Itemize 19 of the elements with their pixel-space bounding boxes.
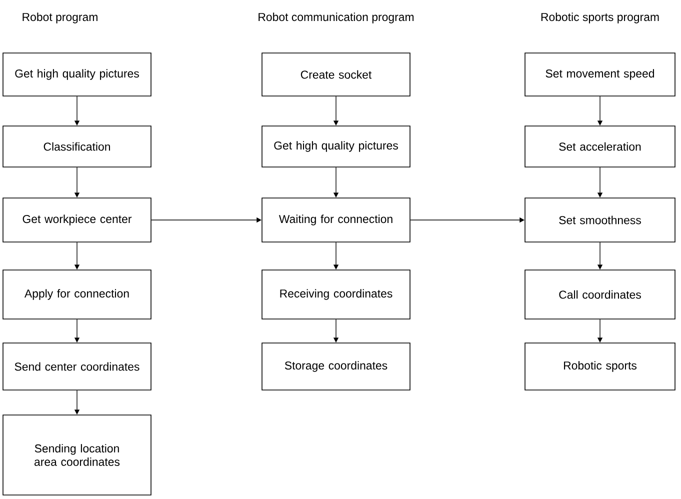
column-heading: Robot communication program: [258, 12, 414, 24]
process-box: Create socket: [262, 52, 410, 96]
process-box: Send center coordinates: [2, 342, 152, 390]
process-box: Classification: [2, 126, 152, 168]
process-box: Waiting for connection: [262, 198, 410, 242]
process-box: Get high quality pictures: [262, 126, 410, 168]
process-box: Set movement speed: [524, 52, 676, 96]
process-box: Storage coordinates: [262, 342, 410, 390]
column-heading: Robotic sports program: [541, 12, 659, 24]
process-box: Receiving coordinates: [262, 270, 410, 320]
process-box: Call coordinates: [524, 270, 676, 320]
process-box: Apply for connection: [2, 270, 152, 320]
process-box: Set smoothness: [524, 198, 676, 242]
process-box: Robotic sports: [524, 342, 676, 390]
process-box: Get high quality pictures: [2, 52, 152, 96]
process-box: Set acceleration: [524, 126, 676, 168]
column-heading: Robot program: [22, 12, 98, 24]
process-box: Sending location area coordinates: [2, 414, 152, 496]
process-box: Get workpiece center: [2, 198, 152, 242]
